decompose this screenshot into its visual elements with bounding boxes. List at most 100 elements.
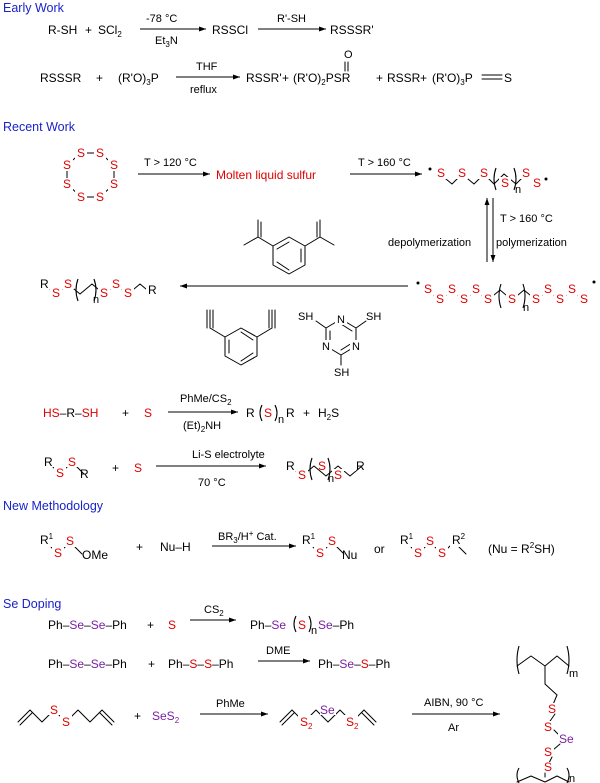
svg-text:N: N: [322, 341, 330, 353]
svg-text:S: S: [556, 292, 564, 306]
methodology-reaction: R1 S S OMe + Nu–H BR3/H+ Cat. R1 S S Nu …: [40, 529, 555, 562]
equilibrium-arrows: T > 160 °C depolymerization polymerizati…: [388, 198, 567, 262]
svg-text:R: R: [246, 406, 255, 420]
svg-text:S: S: [414, 546, 422, 560]
svg-text:R: R: [356, 459, 365, 473]
svg-text:S: S: [77, 146, 85, 160]
svg-text:PhMe/CS2: PhMe/CS2: [180, 393, 232, 407]
svg-text:S: S: [533, 176, 541, 190]
svg-text:S: S: [544, 720, 552, 734]
melting-step: T > 120 °C Molten liquid sulfur T > 160 …: [138, 157, 422, 182]
svg-text:H2S: H2S: [318, 406, 339, 422]
svg-text:(R'O)3P: (R'O)3P: [432, 71, 473, 87]
svg-text:n: n: [278, 414, 284, 426]
svg-text:S: S: [77, 190, 85, 204]
trithiocyanuric-acid: N N N SH SH SH: [298, 311, 381, 379]
svg-text:Molten liquid sulfur: Molten liquid sulfur: [216, 168, 316, 182]
svg-text:N: N: [337, 314, 345, 326]
svg-text:(Et)2NH: (Et)2NH: [183, 420, 221, 434]
svg-text:O: O: [344, 49, 353, 61]
svg-text:S: S: [472, 282, 480, 296]
svg-text:n: n: [328, 473, 334, 485]
s8-ring: S S S S S S S S: [61, 146, 120, 204]
diisopropenylbenzene: [243, 219, 335, 275]
svg-text:SH: SH: [298, 311, 313, 323]
svg-text:S: S: [544, 745, 552, 759]
se-doping-reaction-2: Ph–Se–Se–Ph + Ph–S–S–Ph DME Ph–Se–S–Ph: [48, 645, 390, 671]
svg-text:DME: DME: [266, 645, 290, 657]
svg-text:Ar: Ar: [448, 722, 459, 734]
svg-text:R1: R1: [400, 532, 414, 547]
svg-text:S: S: [62, 715, 70, 729]
svg-text:S: S: [124, 286, 132, 300]
svg-text:S: S: [68, 455, 76, 469]
svg-text:T > 160 °C: T > 160 °C: [358, 157, 411, 169]
svg-text:T > 160 °C: T > 160 °C: [500, 213, 553, 225]
svg-text:S: S: [568, 282, 576, 296]
svg-text:(R'O)2PSR: (R'O)2PSR: [293, 71, 351, 87]
svg-text:or: or: [374, 542, 385, 556]
svg-text:S: S: [66, 534, 74, 548]
svg-text:S: S: [318, 459, 326, 473]
svg-text:THF: THF: [196, 61, 218, 73]
svg-text:(R'O)3P: (R'O)3P: [118, 71, 159, 87]
svg-text:S: S: [522, 166, 530, 180]
svg-text:70 °C: 70 °C: [198, 477, 226, 489]
heading-recent-work: Recent Work: [3, 120, 76, 134]
svg-text:R: R: [40, 277, 49, 291]
svg-text:S: S: [437, 166, 445, 180]
svg-text:n: n: [569, 773, 575, 783]
svg-text:S: S: [63, 158, 71, 172]
se-doping-reaction-1: Ph–Se–Se–Ph + S CS2 Ph–Se S n Se–Ph: [48, 604, 354, 637]
svg-text:SCl2: SCl2: [98, 23, 122, 39]
svg-text:Li-S electrolyte: Li-S electrolyte: [192, 449, 265, 461]
svg-text:HS–R–SH: HS–R–SH: [43, 406, 98, 420]
svg-text:+: +: [303, 406, 310, 420]
svg-text:S: S: [424, 282, 432, 296]
svg-text:S: S: [426, 534, 434, 548]
svg-text:reflux: reflux: [190, 84, 217, 96]
svg-text:S: S: [458, 166, 466, 180]
svg-text:SH: SH: [366, 311, 381, 323]
svg-text:(Nu = R2SH): (Nu = R2SH): [488, 541, 555, 556]
svg-text:RSSSR': RSSSR': [330, 23, 374, 37]
svg-text:Se: Se: [320, 703, 335, 717]
svg-text:S: S: [264, 406, 272, 420]
svg-text:N: N: [352, 341, 360, 353]
dithiol-reaction: HS–R–SH + S PhMe/CS2 (Et)2NH R S n R + H…: [43, 393, 339, 434]
heading-new-methodology: New Methodology: [3, 499, 104, 513]
svg-text:S: S: [134, 461, 142, 475]
svg-text:S: S: [501, 176, 509, 190]
svg-text:R-SH: R-SH: [48, 23, 77, 37]
svg-text:+: +: [136, 540, 143, 554]
svg-text:OMe: OMe: [82, 548, 108, 562]
svg-text:R'-SH: R'-SH: [277, 13, 306, 25]
svg-text:PhMe: PhMe: [216, 698, 245, 710]
svg-text:+: +: [420, 71, 427, 85]
svg-text:S: S: [438, 546, 446, 560]
svg-text:n: n: [93, 294, 99, 306]
svg-text:S: S: [480, 166, 488, 180]
svg-text:S: S: [168, 618, 176, 632]
svg-text:S: S: [328, 534, 336, 548]
svg-text:Se–Ph: Se–Ph: [318, 618, 354, 632]
svg-text:S: S: [64, 277, 72, 291]
svg-text:S: S: [96, 146, 104, 160]
svg-text:Ph–S–S–Ph: Ph–S–S–Ph: [168, 657, 233, 671]
svg-text:+: +: [148, 657, 155, 671]
svg-text:S: S: [580, 292, 588, 306]
svg-text:polymerization: polymerization: [496, 237, 567, 249]
svg-text:S2: S2: [300, 715, 313, 731]
svg-text:R: R: [286, 406, 295, 420]
svg-text:+: +: [122, 406, 129, 420]
svg-text:+: +: [282, 71, 289, 85]
svg-text:RSSSR: RSSSR: [40, 71, 82, 85]
early-reaction-1: R-SH + SCl2 -78 °C Et3N RSSCl R'-SH RSSS…: [48, 13, 374, 49]
svg-text:n: n: [515, 184, 521, 196]
svg-text:S: S: [504, 71, 512, 85]
lis-reaction: R S S R + S Li-S electrolyte 70 °C R S S…: [42, 449, 365, 489]
svg-text:S: S: [298, 468, 306, 482]
svg-text:S: S: [316, 546, 324, 560]
svg-text:+: +: [376, 71, 383, 85]
svg-text:S: S: [544, 282, 552, 296]
